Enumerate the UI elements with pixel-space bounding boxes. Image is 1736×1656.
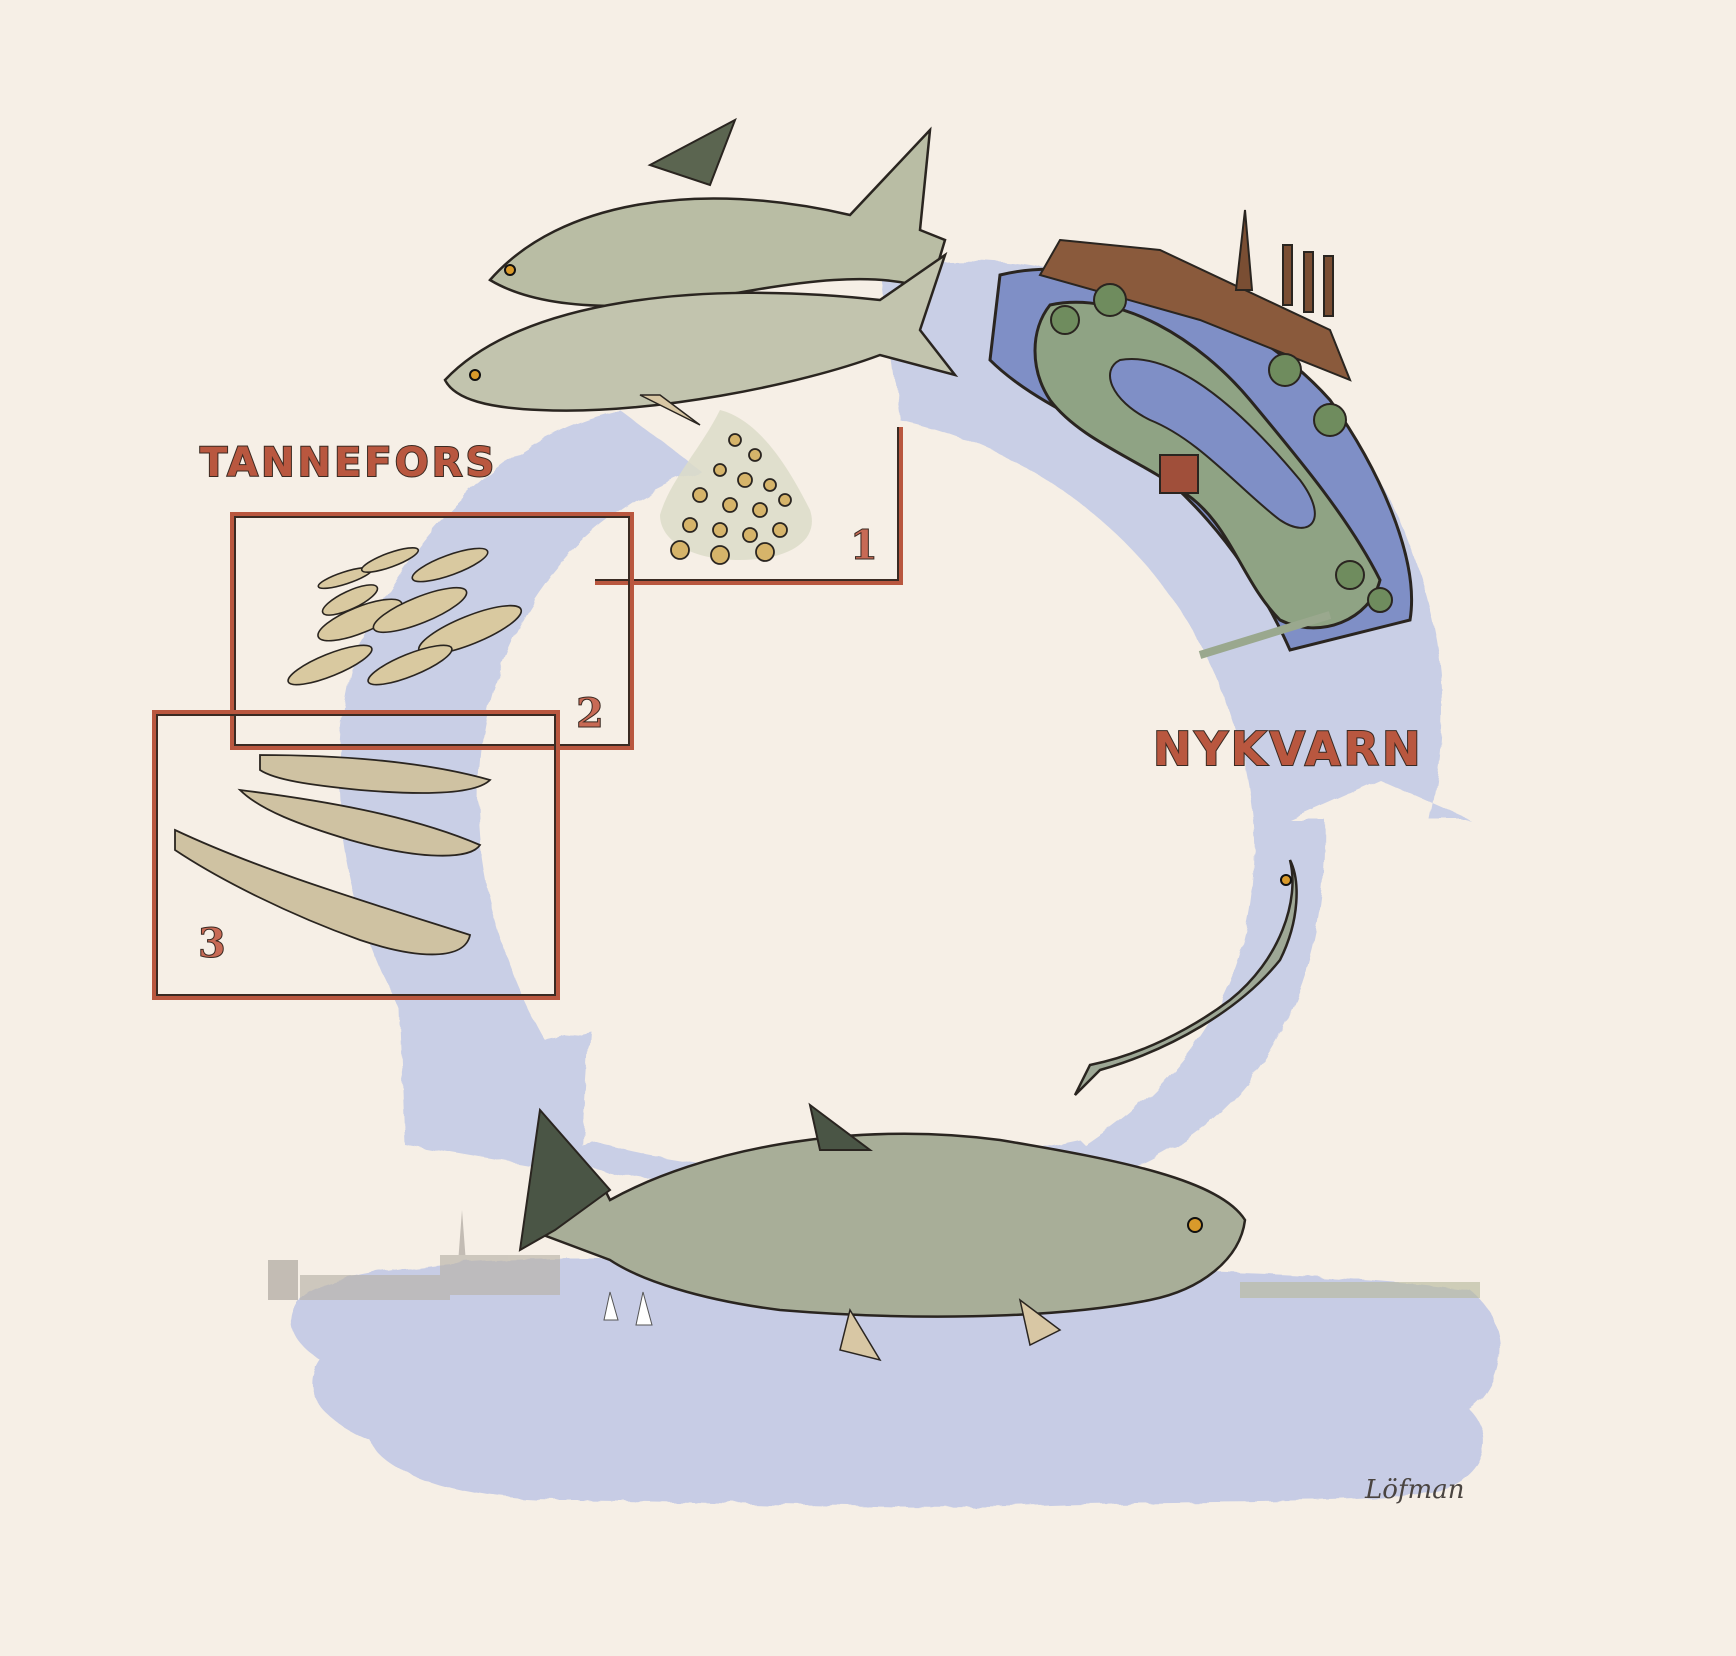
stage-box-2 [230, 512, 634, 750]
larvae-group [287, 547, 523, 686]
place-label-tannefors: TANNEFORS [199, 439, 498, 487]
canal [1109, 358, 1316, 529]
nykvarn-river-map [988, 209, 1413, 659]
place-label-nykvarn: NYKVARN [1152, 721, 1424, 777]
bridge [1198, 611, 1332, 659]
artist-signature: Löfman [1365, 1475, 1465, 1505]
adult-fish-upper [488, 117, 947, 308]
upstream-fish [1073, 859, 1298, 1096]
adult-fish-lake [518, 1102, 1247, 1362]
factory-chimney [1303, 251, 1314, 313]
egg-cluster [660, 410, 812, 565]
juvenile-fish-group [174, 754, 492, 956]
factory-chimney [1282, 244, 1293, 306]
spawning-fish-pair [443, 117, 959, 426]
city-skyline [268, 1210, 1480, 1300]
town-buildings [1038, 238, 1352, 382]
factory-chimney [1323, 255, 1334, 317]
trees [1050, 283, 1393, 613]
stage-box-3 [152, 710, 560, 1000]
stage-number-3: 3 [198, 920, 227, 968]
mill-house [1159, 454, 1199, 494]
stage-box-1 [595, 427, 903, 585]
lake [291, 1258, 1501, 1508]
stage-number-1: 1 [850, 522, 879, 570]
adult-fish-lower [443, 251, 959, 426]
stage-number-2: 2 [576, 690, 605, 738]
church-spire [1234, 209, 1254, 291]
sailboats [603, 1291, 653, 1326]
